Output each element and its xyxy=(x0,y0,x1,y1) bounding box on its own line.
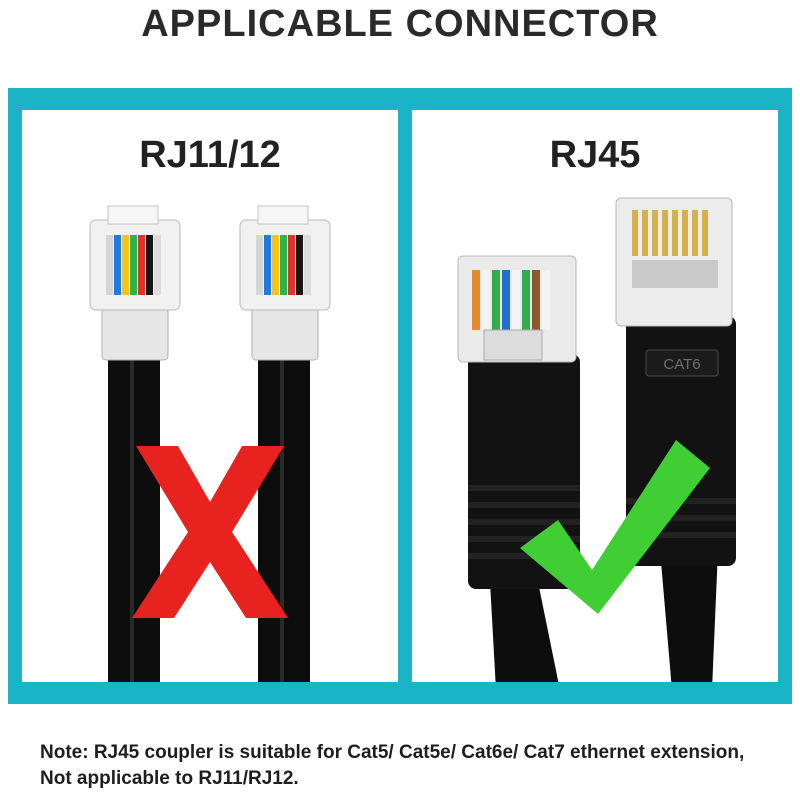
red-x-icon xyxy=(132,446,288,618)
green-check-icon xyxy=(520,440,710,614)
cat6-label: CAT6 xyxy=(663,356,700,373)
rj45-title: RJ45 xyxy=(549,134,641,176)
comparison-frame: RJ11/12 xyxy=(8,88,792,704)
rj11-title: RJ11/12 xyxy=(139,134,281,176)
page-title: APPLICABLE CONNECTOR xyxy=(141,3,659,45)
rj45-panel: CAT6 RJ45 xyxy=(412,110,778,682)
rj45-illustration: CAT6 xyxy=(457,197,736,682)
rj45-cable-left xyxy=(457,255,580,682)
compatibility-note: Note: RJ45 coupler is suitable for Cat5/… xyxy=(40,742,745,789)
rj11-cable-left xyxy=(89,205,181,682)
rj11-illustration xyxy=(89,205,331,682)
rj11-panel: RJ11/12 xyxy=(22,110,398,682)
rj11-cable-right xyxy=(239,205,331,682)
